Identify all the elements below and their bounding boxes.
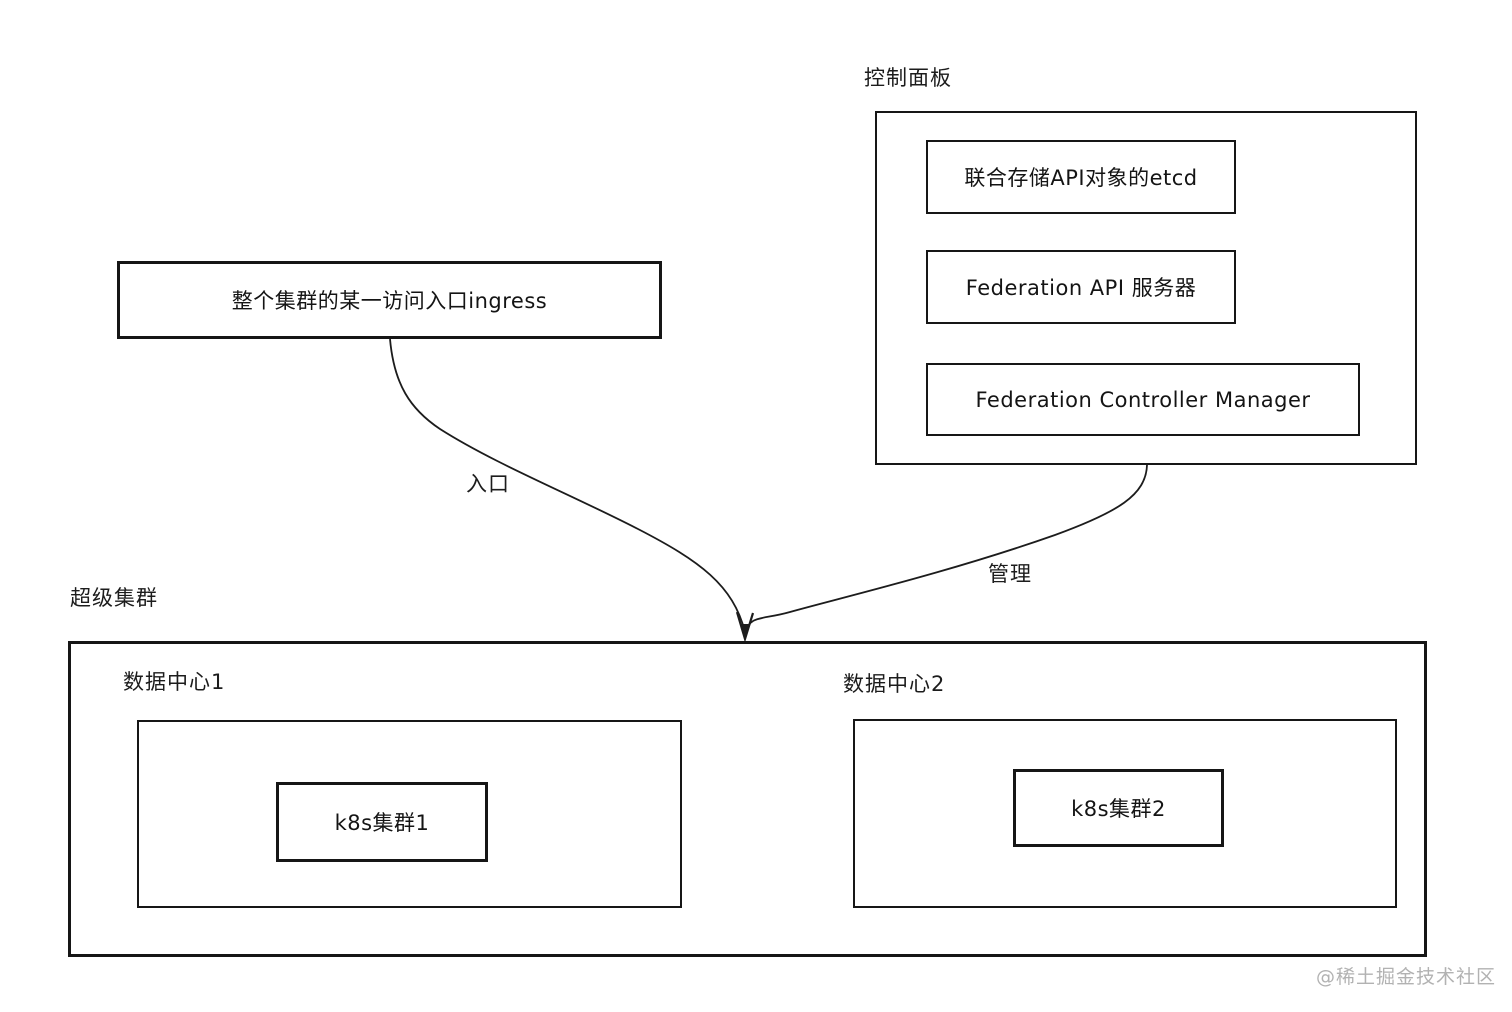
k8s-cluster1-box: k8s集群1 — [276, 782, 488, 862]
arrowhead-down-icon-fill — [741, 624, 749, 639]
community-watermark: @稀土掘金技术社区 — [1316, 966, 1497, 988]
datacenter1-box — [137, 720, 682, 908]
datacenter2-label: 数据中心2 — [843, 672, 946, 696]
edge-label-entry: 入口 — [466, 472, 510, 496]
edge-label-manage: 管理 — [988, 562, 1032, 586]
datacenter2-box — [853, 719, 1397, 908]
edge-controlpanel-to-supercluster — [745, 464, 1148, 633]
control-panel-box — [875, 111, 1417, 465]
arrowhead-down-icon — [735, 611, 755, 643]
super-cluster-box — [68, 641, 1427, 957]
federation-controller-manager-box: Federation Controller Manager — [926, 363, 1360, 436]
super-cluster-label: 超级集群 — [70, 586, 158, 610]
federation-api-server-box: Federation API 服务器 — [926, 250, 1236, 324]
etcd-node-box: 联合存储API对象的etcd — [926, 140, 1236, 214]
edge-ingress-to-supercluster — [389, 338, 746, 633]
control-panel-label: 控制面板 — [864, 66, 952, 90]
datacenter1-label: 数据中心1 — [123, 670, 226, 694]
ingress-entry-box: 整个集群的某一访问入口ingress — [117, 261, 662, 339]
k8s-cluster2-box: k8s集群2 — [1013, 769, 1224, 847]
